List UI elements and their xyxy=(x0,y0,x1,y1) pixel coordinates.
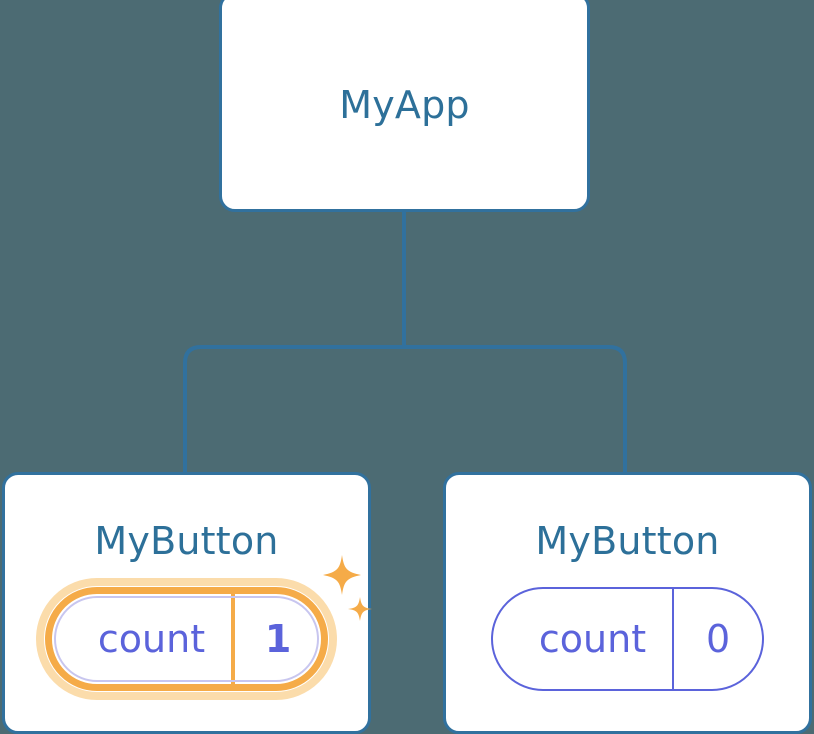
node-mybutton-left[interactable]: MyButton count 1 xyxy=(2,472,373,734)
sparkle-small-icon xyxy=(348,597,373,621)
prop-pill-wrap-right: count 0 xyxy=(446,583,809,695)
node-mybutton-right[interactable]: MyButton count 0 xyxy=(443,472,812,734)
pill-highlight-glow xyxy=(35,578,338,700)
prop-pill-host-left: count 1 xyxy=(35,555,373,700)
prop-value-count-left: 1 xyxy=(231,594,321,684)
prop-label-count-right: count xyxy=(538,617,647,661)
node-myapp-title: MyApp xyxy=(339,83,470,127)
sparkle-large-icon xyxy=(323,555,362,595)
node-mybutton-right-title: MyButton xyxy=(535,519,720,563)
edge-to-left-child xyxy=(183,345,404,476)
sparkle-group xyxy=(323,555,373,621)
node-mybutton-left-title: MyButton xyxy=(94,519,279,563)
prop-pill-count-left[interactable]: count 1 xyxy=(44,587,329,691)
prop-pill-host-right: count 0 xyxy=(490,587,765,691)
node-myapp[interactable]: MyApp xyxy=(219,0,590,212)
prop-value-count-right: 0 xyxy=(672,589,762,689)
edge-to-right-child xyxy=(404,345,627,476)
prop-pill-count-right[interactable]: count 0 xyxy=(490,587,765,691)
prop-pill-wrap-left: count 1 xyxy=(5,555,373,700)
prop-label-count-left: count xyxy=(97,617,206,661)
